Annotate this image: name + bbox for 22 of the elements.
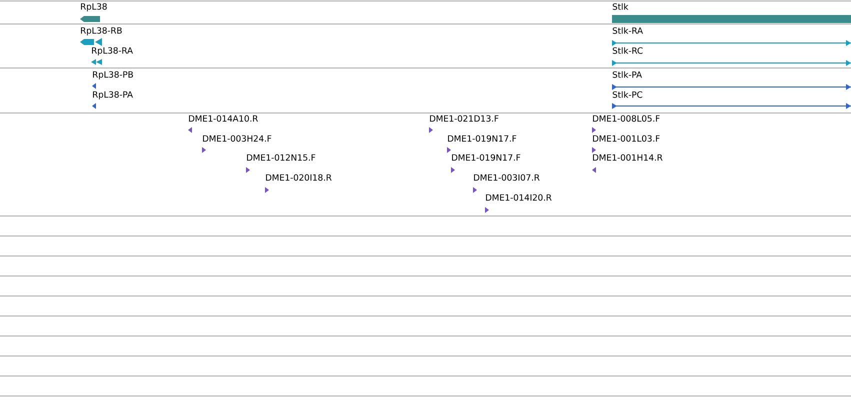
feature-label: DME1-019N17.F — [448, 135, 516, 142]
feature-label: DME1-019N17.F — [452, 154, 520, 161]
feature-label: DME1-020I18.R — [266, 174, 332, 181]
feature-label: RpL38 — [81, 3, 107, 12]
feature-label: Stlk-RA — [612, 27, 643, 34]
feature-label: RpL38-RA — [92, 47, 133, 56]
feature-label: DME1-008L05.F — [593, 115, 660, 122]
feature-label: Stlk-PC — [612, 91, 642, 98]
feature-label: RpL38-PB — [93, 71, 133, 80]
feature-label: Stlk-PA — [612, 71, 642, 78]
feature-label: DME1-014A10.R — [189, 115, 258, 122]
feature-label: RpL38-PA — [93, 91, 133, 100]
feature-label: DME1-003I07.R — [474, 174, 540, 181]
feature-label: Stlk-RC — [612, 47, 643, 54]
feature-label: RpL38-RB — [81, 27, 122, 36]
feature-label: DME1-001H14.R — [593, 154, 663, 161]
feature-label: DME1-012N15.F — [247, 154, 316, 161]
feature-label: DME1-021D13.F — [430, 115, 498, 122]
feature-label: DME1-003H24.F — [203, 135, 272, 142]
feature-label: DME1-001L03.F — [593, 135, 660, 142]
feature-label: DME1-014I20.R — [486, 194, 552, 201]
feature-label: Stlk — [612, 3, 628, 10]
